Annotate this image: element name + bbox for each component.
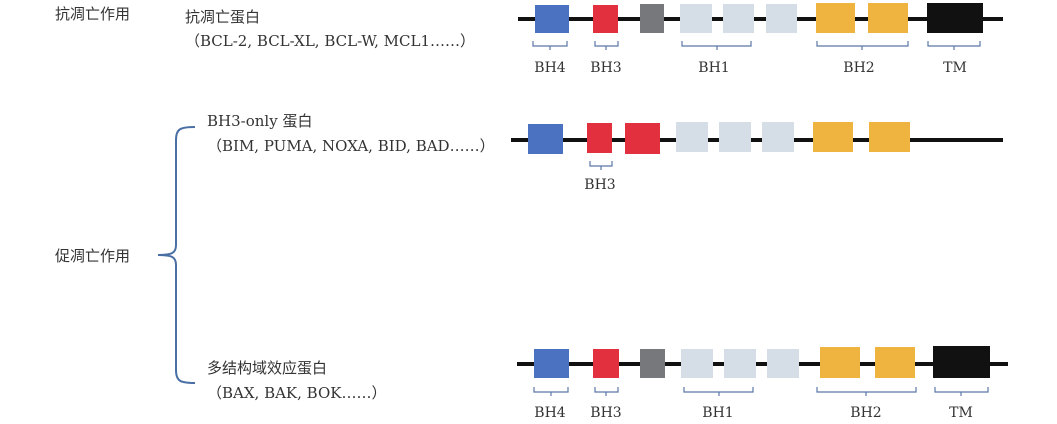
bh1-block <box>680 4 712 33</box>
tm-domain <box>933 346 990 378</box>
tm-domain <box>927 3 983 33</box>
bracket-bh3 <box>594 41 619 50</box>
effector-members: （BAX, BAK, BOK……） <box>207 384 386 402</box>
label-bh2: BH2 <box>843 60 874 76</box>
bh3only-title: BH3-only 蛋白 <box>207 112 312 130</box>
bh3-domain <box>587 123 612 153</box>
bracket-bh3 <box>589 161 613 170</box>
bh2-block <box>816 3 855 33</box>
effector-protein-track: BH4 BH3 BH1 BH2 TM <box>517 346 1008 421</box>
bh1-block <box>723 4 754 33</box>
orange-block <box>869 122 910 152</box>
gray-domain <box>640 349 665 378</box>
light-block <box>762 122 794 152</box>
bracket-bh2 <box>816 41 909 50</box>
light-block <box>719 122 751 152</box>
pro-apoptotic-role-label: 促凋亡作用 <box>55 247 130 265</box>
label-bh3: BH3 <box>584 177 615 193</box>
bh1-block <box>766 4 797 33</box>
bracket-tm <box>927 41 981 50</box>
label-bh1: BH1 <box>698 60 729 76</box>
anti-apoptotic-role-label: 抗凋亡作用 <box>55 5 130 23</box>
blue-domain <box>528 124 563 154</box>
label-bh3: BH3 <box>590 405 621 421</box>
gray-domain <box>640 4 664 33</box>
bh2-block <box>820 347 860 378</box>
anti-apoptotic-protein-track: BH4 BH3 BH1 BH2 TM <box>518 3 1003 76</box>
bh3only-members: （BIM, PUMA, NOXA, BID, BAD……） <box>207 137 495 155</box>
brace <box>157 126 196 384</box>
anti-apoptotic-members: （BCL-2, BCL-XL, BCL-W, MCL1……） <box>185 32 475 50</box>
label-bh1: BH1 <box>702 405 733 421</box>
bh4-domain <box>535 5 569 33</box>
bh3only-protein-track: BH3 <box>511 122 1003 193</box>
label-bh3: BH3 <box>590 60 621 76</box>
bracket-bh1 <box>683 387 754 396</box>
bracket-bh4 <box>532 41 568 50</box>
label-bh4: BH4 <box>534 60 565 76</box>
bh3-domain <box>593 5 618 33</box>
bh3-domain <box>593 349 619 378</box>
bracket-tm <box>934 387 989 396</box>
label-bh4: BH4 <box>534 405 565 421</box>
anti-apoptotic-title: 抗凋亡蛋白 <box>185 8 260 26</box>
label-bh2: BH2 <box>850 405 881 421</box>
label-tm: TM <box>949 405 973 421</box>
label-tm: TM <box>943 60 967 76</box>
bh1-block <box>767 349 799 378</box>
bracket-bh3 <box>594 387 619 396</box>
bracket-bh1 <box>681 41 752 50</box>
bh1-block <box>681 349 713 378</box>
bracket-bh2 <box>816 387 917 396</box>
bh1-block <box>724 349 756 378</box>
orange-block <box>813 122 853 152</box>
bh4-domain <box>534 349 569 378</box>
bh2-block <box>868 3 908 33</box>
bh2-block <box>875 347 915 378</box>
light-block <box>676 122 708 152</box>
effector-title: 多结构域效应蛋白 <box>207 359 327 377</box>
red-domain <box>625 123 660 154</box>
bracket-bh4 <box>533 387 569 396</box>
